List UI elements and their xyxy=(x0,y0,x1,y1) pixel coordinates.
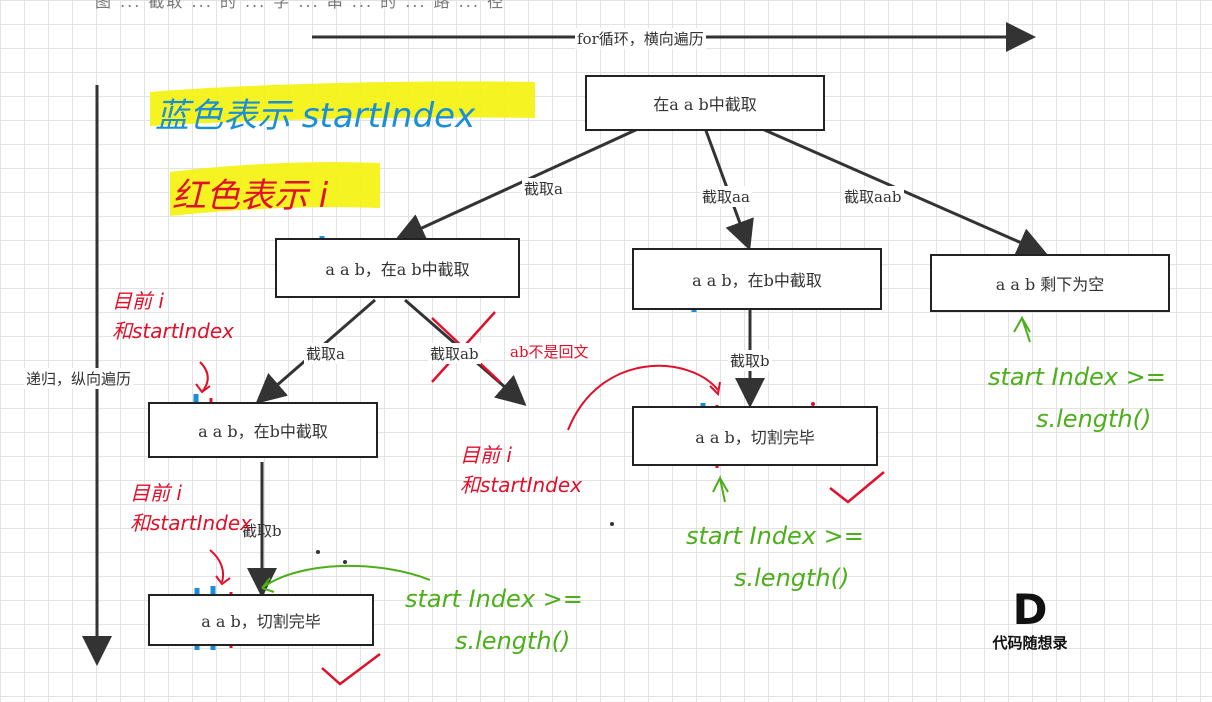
red-arrow-2-head xyxy=(215,575,231,586)
logo-name: 代码随想录 xyxy=(992,634,1068,652)
i-startindex-note-2: 目前 i 和startIndex xyxy=(130,481,252,535)
vertical-axis-label: 递归，纵向遍历 xyxy=(24,368,134,389)
brand-logo: D 代码随想录 xyxy=(970,588,1090,653)
red-arrow-2 xyxy=(209,549,225,583)
red-arrow-3-head xyxy=(709,381,721,397)
edge-label-root-n3: 截取aab xyxy=(842,186,904,207)
end-condition-note-n6: start Index >= s.length() xyxy=(686,522,864,592)
node-n1: a a b，在a b中截取 xyxy=(275,238,520,298)
i-startindex-note-3: 目前 i 和startIndex xyxy=(460,443,582,497)
green-up-n3 xyxy=(1013,315,1031,343)
node-n5: a a b，切割完毕 xyxy=(148,594,374,646)
node-n4: a a b，在b中截取 xyxy=(148,402,378,458)
node-n6: a a b，切割完毕 xyxy=(632,406,878,466)
node-n2: a a b，在b中截取 xyxy=(632,248,882,310)
edge-label-root-n1: 截取a xyxy=(522,178,565,199)
legend-blue: 蓝色表示 startIndex xyxy=(155,96,476,136)
legend-red: 红色表示 i xyxy=(172,176,329,216)
header-text: 图 ... 截取 ... 的 ... 字 ... 串 ... 的 ... 路 .… xyxy=(95,0,506,11)
edge-label-n1-x: 截取ab xyxy=(428,343,481,364)
red-arrow-3 xyxy=(567,364,719,431)
logo-mark: D xyxy=(1012,585,1048,634)
end-condition-note-n5: start Index >= s.length() xyxy=(405,585,583,655)
node-n3: a a b 剩下为空 xyxy=(930,254,1170,312)
edge-label-root-n2: 截取aa xyxy=(700,186,752,207)
red-arrow-1-head xyxy=(195,383,211,394)
i-startindex-note-1: 目前 i 和startIndex xyxy=(112,289,234,343)
node-root: 在a a b中截取 xyxy=(585,75,825,131)
highlighter-1 xyxy=(150,81,535,126)
check-n5 xyxy=(321,653,381,686)
edge-label-n4-n5: 截取b xyxy=(242,522,282,540)
green-up-n6 xyxy=(712,474,729,503)
highlighter-2 xyxy=(170,162,380,216)
edge-label-n2-n6: 截取b xyxy=(728,350,772,371)
edge-label-n1-n4: 截取a xyxy=(304,343,347,364)
check-n6 xyxy=(829,471,885,504)
horizontal-axis-label: for循环，横向遍历 xyxy=(575,28,706,49)
green-arrow-n5-head xyxy=(261,577,275,593)
not-palindrome-label: ab不是回文 xyxy=(510,343,589,361)
green-arrow-n5 xyxy=(261,564,431,589)
end-condition-note-n3: start Index >= s.length() xyxy=(988,363,1166,433)
edge-root-n1 xyxy=(394,126,641,242)
